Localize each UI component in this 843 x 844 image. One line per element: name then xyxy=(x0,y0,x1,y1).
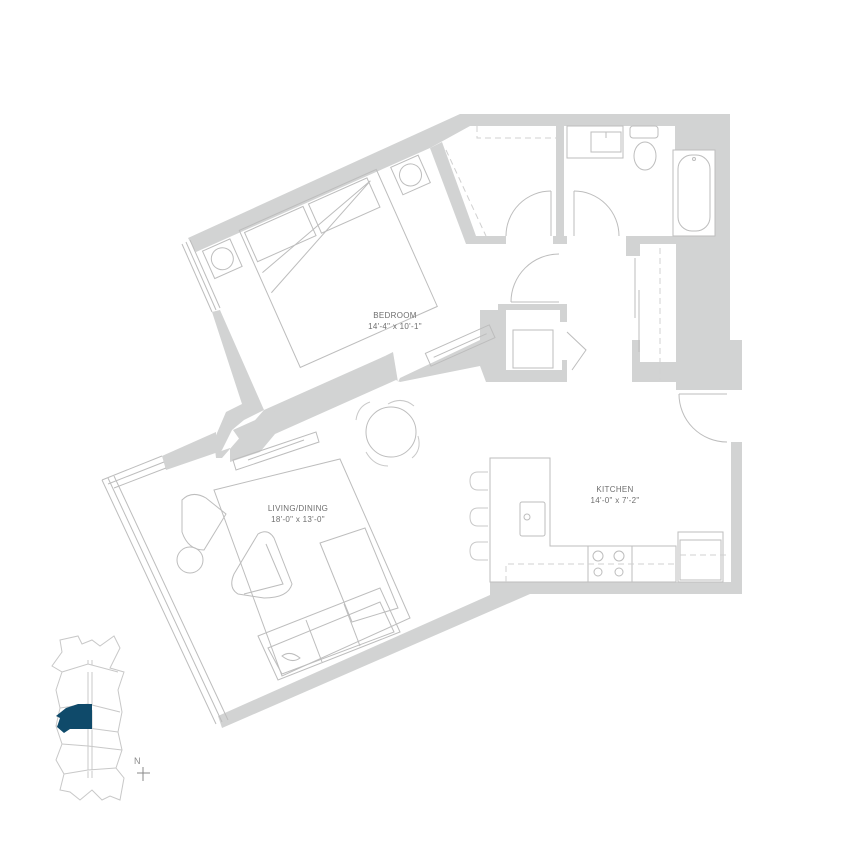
room-name: KITCHEN xyxy=(596,485,634,494)
walls xyxy=(162,114,742,728)
room-label-bedroom: BEDROOM 14'-4" x 10'-1" xyxy=(350,310,440,332)
closets xyxy=(445,126,661,380)
highlighted-unit xyxy=(56,704,92,733)
north-label: N xyxy=(134,756,141,766)
bedroom-furniture xyxy=(201,154,496,369)
bathroom-fixtures xyxy=(566,125,716,237)
room-label-living-dining: LIVING/DINING 18'-0" x 13'-0" xyxy=(243,503,353,525)
key-plan xyxy=(51,635,150,801)
room-name: LIVING/DINING xyxy=(267,504,329,513)
room-name: BEDROOM xyxy=(373,311,417,320)
room-dimensions: 14'-4" x 10'-1" xyxy=(368,322,422,331)
kitchen-fixtures xyxy=(469,457,730,583)
north-indicator: N xyxy=(134,756,141,766)
living-furniture xyxy=(176,400,420,681)
windows xyxy=(101,239,229,725)
room-label-kitchen: KITCHEN 14'-0" x 7'-2" xyxy=(570,484,660,506)
room-dimensions: 14'-0" x 7'-2" xyxy=(590,496,640,505)
room-dimensions: 18'-0" x 13'-0" xyxy=(271,515,325,524)
doors xyxy=(505,190,728,443)
